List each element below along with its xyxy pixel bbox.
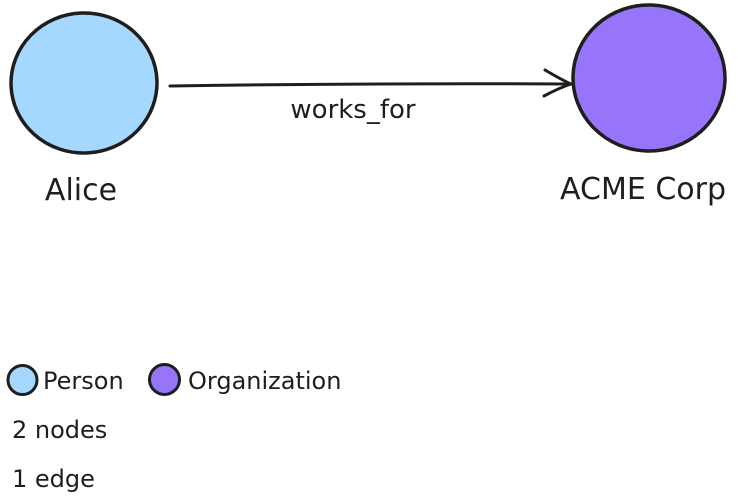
stats-edge-count: 1 edge	[12, 465, 95, 493]
stats-node-count: 2 nodes	[12, 416, 107, 444]
legend-swatch-person	[6, 364, 39, 396]
node-alice[interactable]: Alice	[9, 10, 160, 208]
legend-swatch-organization	[148, 363, 181, 396]
arrowhead-icon	[542, 68, 573, 98]
node-acme-corp[interactable]: ACME Corp	[560, 2, 728, 207]
edge-label: works_for	[290, 95, 416, 125]
legend-item-organization: Organization	[148, 363, 341, 396]
edge-works-for[interactable]: works_for	[168, 68, 573, 125]
node-alice-circle[interactable]	[9, 10, 160, 155]
legend: Person Organization	[6, 363, 341, 396]
graph-stats: 2 nodes 1 edge	[12, 416, 107, 493]
node-acme-corp-circle[interactable]	[570, 2, 727, 153]
legend-item-person: Person	[6, 364, 124, 396]
legend-label-organization: Organization	[188, 367, 341, 395]
legend-label-person: Person	[43, 367, 124, 395]
edge-line[interactable]	[168, 82, 571, 88]
node-acme-corp-label: ACME Corp	[560, 172, 726, 207]
node-alice-label: Alice	[45, 173, 117, 208]
